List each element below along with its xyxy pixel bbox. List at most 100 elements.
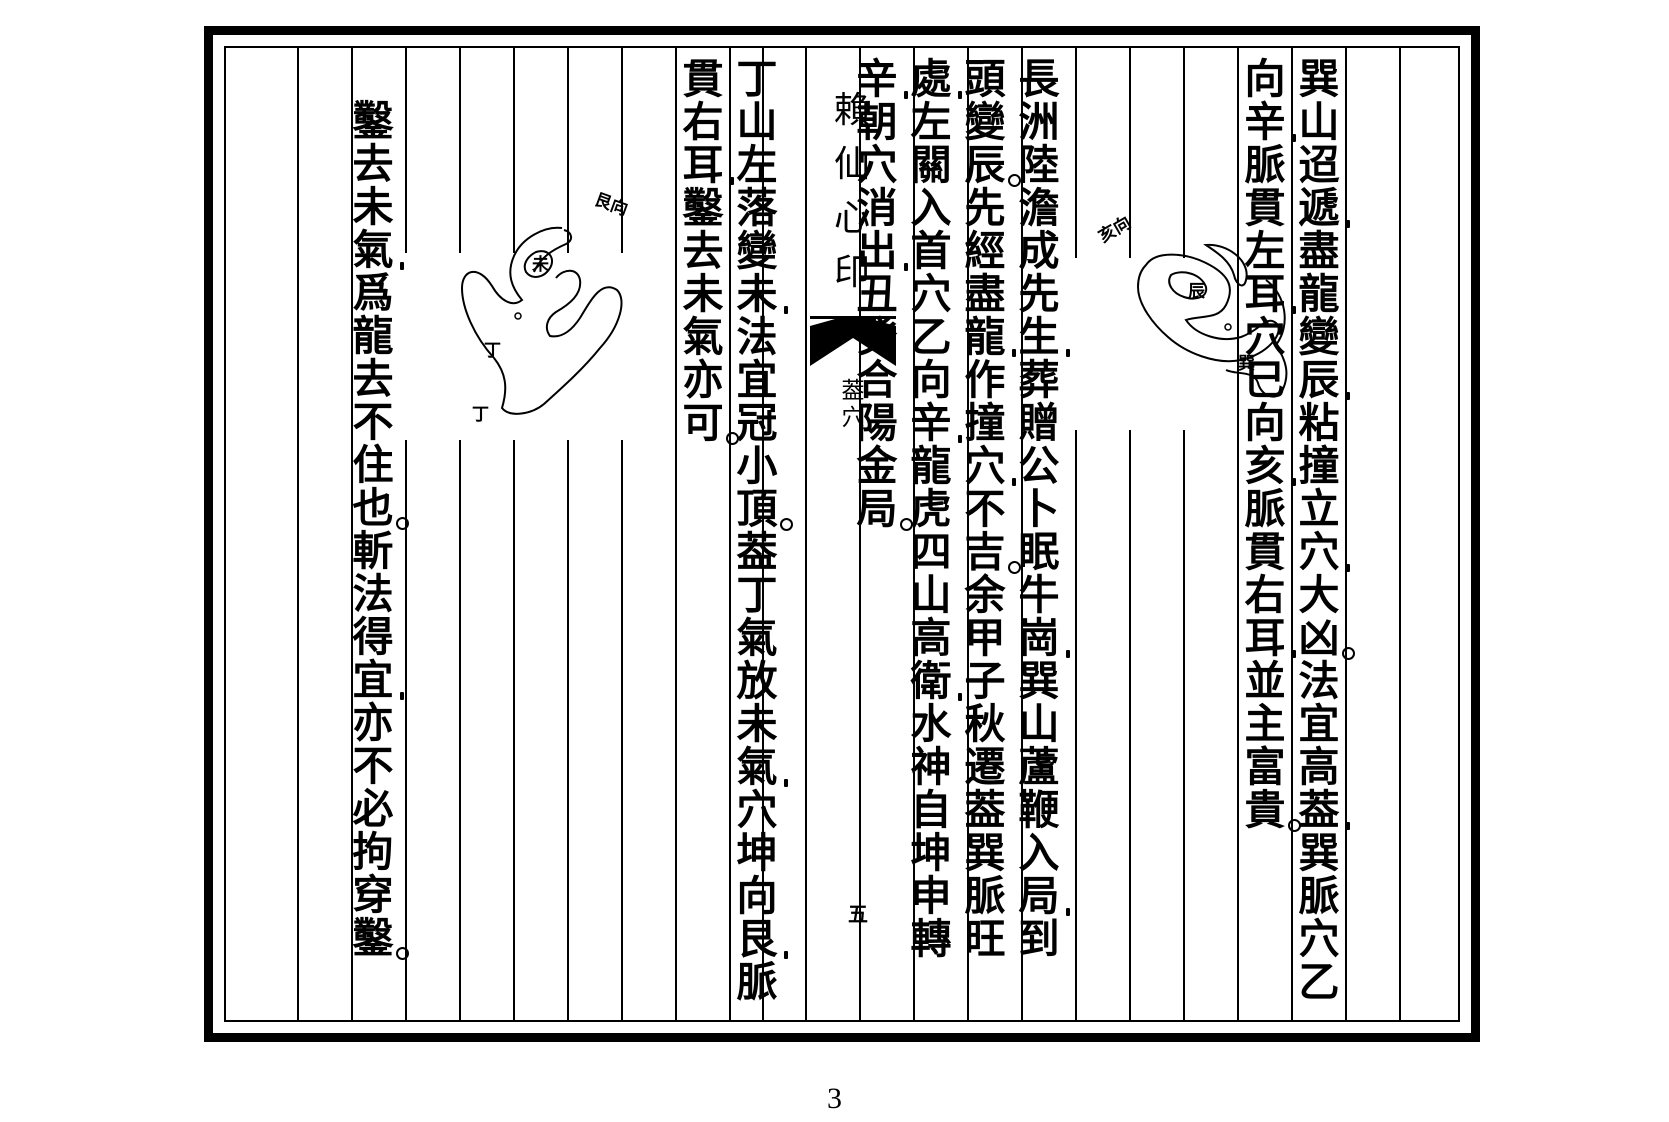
text-char: 合 (856, 356, 898, 404)
text-column-8: 貫右耳鑿去未氣亦可 (676, 58, 739, 445)
text-char: 變 (1298, 313, 1340, 361)
text-char: 遞 (1296, 187, 1350, 230)
text-char: 右 (682, 98, 724, 146)
text-char: 丁 (736, 55, 778, 103)
text-char: 貴 (1242, 789, 1301, 832)
column-rule (967, 48, 969, 1020)
text-char: 余 (964, 571, 1006, 619)
title-char: 葢 (841, 378, 865, 404)
text-char: 到 (1018, 915, 1060, 963)
column-rule (1345, 48, 1347, 1020)
text-char: 葢 (964, 786, 1006, 834)
text-char: 去 (352, 140, 394, 188)
text-char: 子 (964, 657, 1006, 705)
text-char: 去 (352, 355, 394, 403)
text-char: 穴 (736, 786, 778, 834)
leaf-number: 五 (848, 902, 868, 926)
text-char: 入 (910, 184, 952, 232)
column-rule (621, 440, 623, 1020)
text-char: 宜 (736, 356, 778, 404)
text-char: 向 (910, 356, 952, 404)
text-char: 高 (1298, 743, 1340, 791)
page-inner-border (224, 46, 1460, 1022)
text-char: 高 (910, 614, 952, 662)
terrain-diagram-right: 亥向 辰 巽 (1095, 213, 1326, 425)
column-rule (859, 48, 861, 1020)
column-rule (1183, 430, 1185, 1020)
text-char: 眠 (1018, 528, 1060, 576)
column-rule (351, 48, 353, 1020)
text-char: 入 (1018, 829, 1060, 877)
text-char: 葬 (1018, 356, 1060, 404)
text-char: 先 (964, 184, 1006, 232)
text-char: 崗 (1016, 617, 1070, 660)
text-char: 不 (352, 742, 394, 790)
text-char: 可 (680, 402, 739, 445)
text-char: 吉 (962, 531, 1021, 574)
column-rule (513, 440, 515, 1020)
text-char: 自 (910, 786, 952, 834)
text-char: 公 (1018, 442, 1060, 490)
text-char: 主 (1244, 700, 1286, 748)
section-title: 葢穴 (836, 378, 870, 432)
title-char: 印 (833, 252, 870, 293)
text-char: 丑 (856, 270, 898, 318)
text-char: 旺 (964, 915, 1006, 963)
text-char: 穴 (856, 141, 898, 189)
text-char: 亦 (682, 356, 724, 404)
column-rule (729, 48, 731, 1020)
text-char: 脈 (1298, 872, 1340, 920)
column-rule (459, 440, 461, 1020)
column-rule (567, 440, 569, 1020)
column-rule (297, 48, 299, 1020)
text-char: 申 (910, 872, 952, 920)
text-char: 作 (964, 356, 1006, 404)
title-char: 穴 (841, 405, 865, 431)
text-char: 爲 (352, 269, 394, 317)
text-char: 氣 (734, 746, 788, 789)
text-char: 未 (352, 183, 394, 231)
text-char: 葢 (736, 528, 778, 576)
text-char: 去 (682, 227, 724, 275)
text-column-1: 巽山迢遞盡龍變辰粘撞立穴大凶法宜高葢巽脈穴乙 (1292, 58, 1355, 1006)
inner-label-left: 未 (532, 255, 549, 275)
text-char: 盡 (1298, 227, 1340, 275)
text-char: 關 (910, 141, 952, 189)
text-char: 葢 (1296, 789, 1350, 832)
lower-label-left-2: 丁 (472, 405, 489, 425)
lower-label-right: 巽 (1238, 354, 1255, 374)
text-char: 衛 (908, 660, 962, 703)
text-char: 長 (1018, 55, 1060, 103)
text-char: 穴 (910, 270, 952, 318)
text-char: 辛 (1242, 101, 1296, 144)
text-char: 氣 (350, 229, 404, 272)
text-char: 撞 (964, 399, 1006, 447)
column-rule (1129, 430, 1131, 1020)
text-char: 成 (1018, 227, 1060, 275)
text-char: 迢 (1298, 141, 1340, 189)
text-char: 坤 (736, 829, 778, 877)
text-char: 山 (736, 98, 778, 146)
column-rule (1399, 48, 1401, 1020)
text-char: 貫 (1244, 184, 1286, 232)
text-char: 贈 (1018, 399, 1060, 447)
text-char: 頭 (964, 55, 1006, 103)
text-char: 法 (736, 313, 778, 361)
text-char: 小 (736, 442, 778, 490)
text-char: 脈 (736, 958, 778, 1006)
text-char: 乙 (1298, 958, 1340, 1006)
text-char: 鑿 (352, 97, 394, 145)
text-char: 牛 (1018, 571, 1060, 619)
text-char: 粘 (1298, 399, 1340, 447)
text-char: 辛 (908, 402, 962, 445)
column-rule (1183, 48, 1185, 258)
inner-label-right: 辰 (1188, 282, 1205, 302)
text-char: 金 (856, 442, 898, 490)
text-char: 落 (736, 184, 778, 232)
text-char: 撞 (1298, 442, 1340, 490)
text-char: 甲 (964, 614, 1006, 662)
text-char: 局 (854, 488, 913, 531)
text-char: 脈 (964, 872, 1006, 920)
column-rule (1237, 48, 1239, 1020)
text-char: 放 (736, 657, 778, 705)
